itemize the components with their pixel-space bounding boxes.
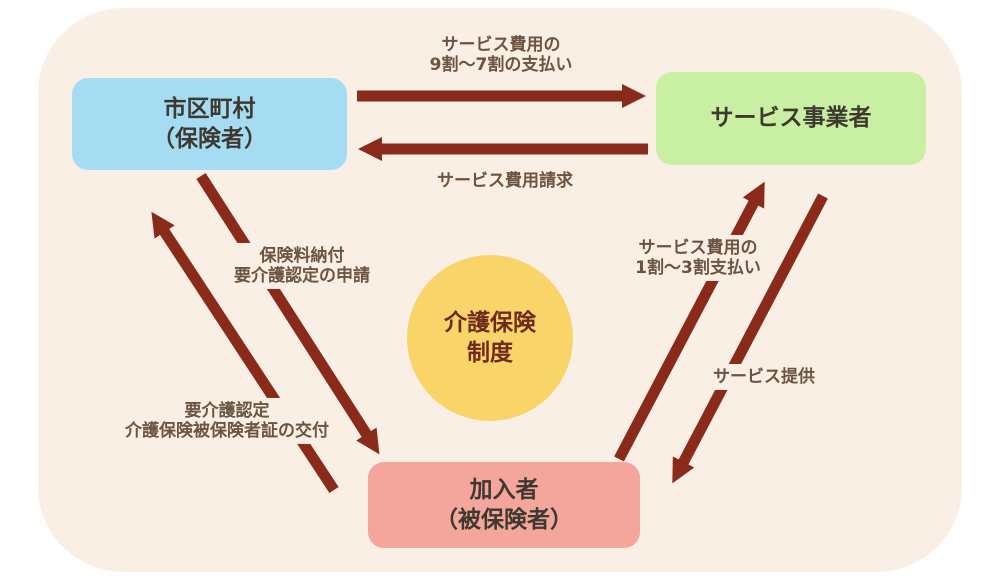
node-service-provider-label: サービス事業者 [710,105,872,132]
node-municipality-line1: 市区町村 [163,95,256,122]
label-service-provision-line1: サービス提供 [713,366,815,387]
label-premium-payment-line1: 保険料納付 [259,245,345,266]
label-service-provision: サービス提供 [706,363,822,391]
node-service-provider: サービス事業者 [656,72,926,165]
label-copay: サービス費用の 1割〜3割支払い [628,234,768,282]
label-payment-to-provider-line1: サービス費用の [441,34,561,55]
node-care-insurance-system-line2: 制度 [467,340,513,366]
node-municipality: 市区町村 （保険者） [72,78,347,170]
label-certification-issue: 要介護認定 介護保険被保険者証の交付 [118,397,336,445]
label-service-fee-claim-line1: サービス費用請求 [437,170,573,191]
label-copay-line1: サービス費用の [638,237,758,258]
arrow-insured-to-municipality [151,211,339,494]
label-service-fee-claim: サービス費用請求 [430,167,580,195]
node-municipality-line2: （保険者） [152,126,267,152]
label-payment-to-provider-line2: 9割〜7割の支払い [429,55,573,75]
node-insured: 加入者 （被保険者） [368,462,640,548]
label-copay-line2: 1割〜3割支払い [635,258,761,278]
node-insured-line2: （被保険者） [435,507,573,533]
label-premium-payment: 保険料納付 要介護認定の申請 [227,242,377,290]
arrow-provider-to-insured [672,193,828,484]
node-insured-line1: 加入者 [469,476,539,503]
node-care-insurance-system-line1: 介護保険 [444,309,536,336]
label-certification-issue-line1: 要介護認定 [184,400,270,421]
node-care-insurance-system: 介護保険 制度 [407,255,573,421]
arrow-municipality-to-insured [196,173,380,455]
label-certification-issue-line2: 介護保険被保険者証の交付 [125,421,329,441]
label-premium-payment-line2: 要介護認定の申請 [234,266,370,286]
label-payment-to-provider: サービス費用の 9割〜7割の支払い [422,31,580,79]
